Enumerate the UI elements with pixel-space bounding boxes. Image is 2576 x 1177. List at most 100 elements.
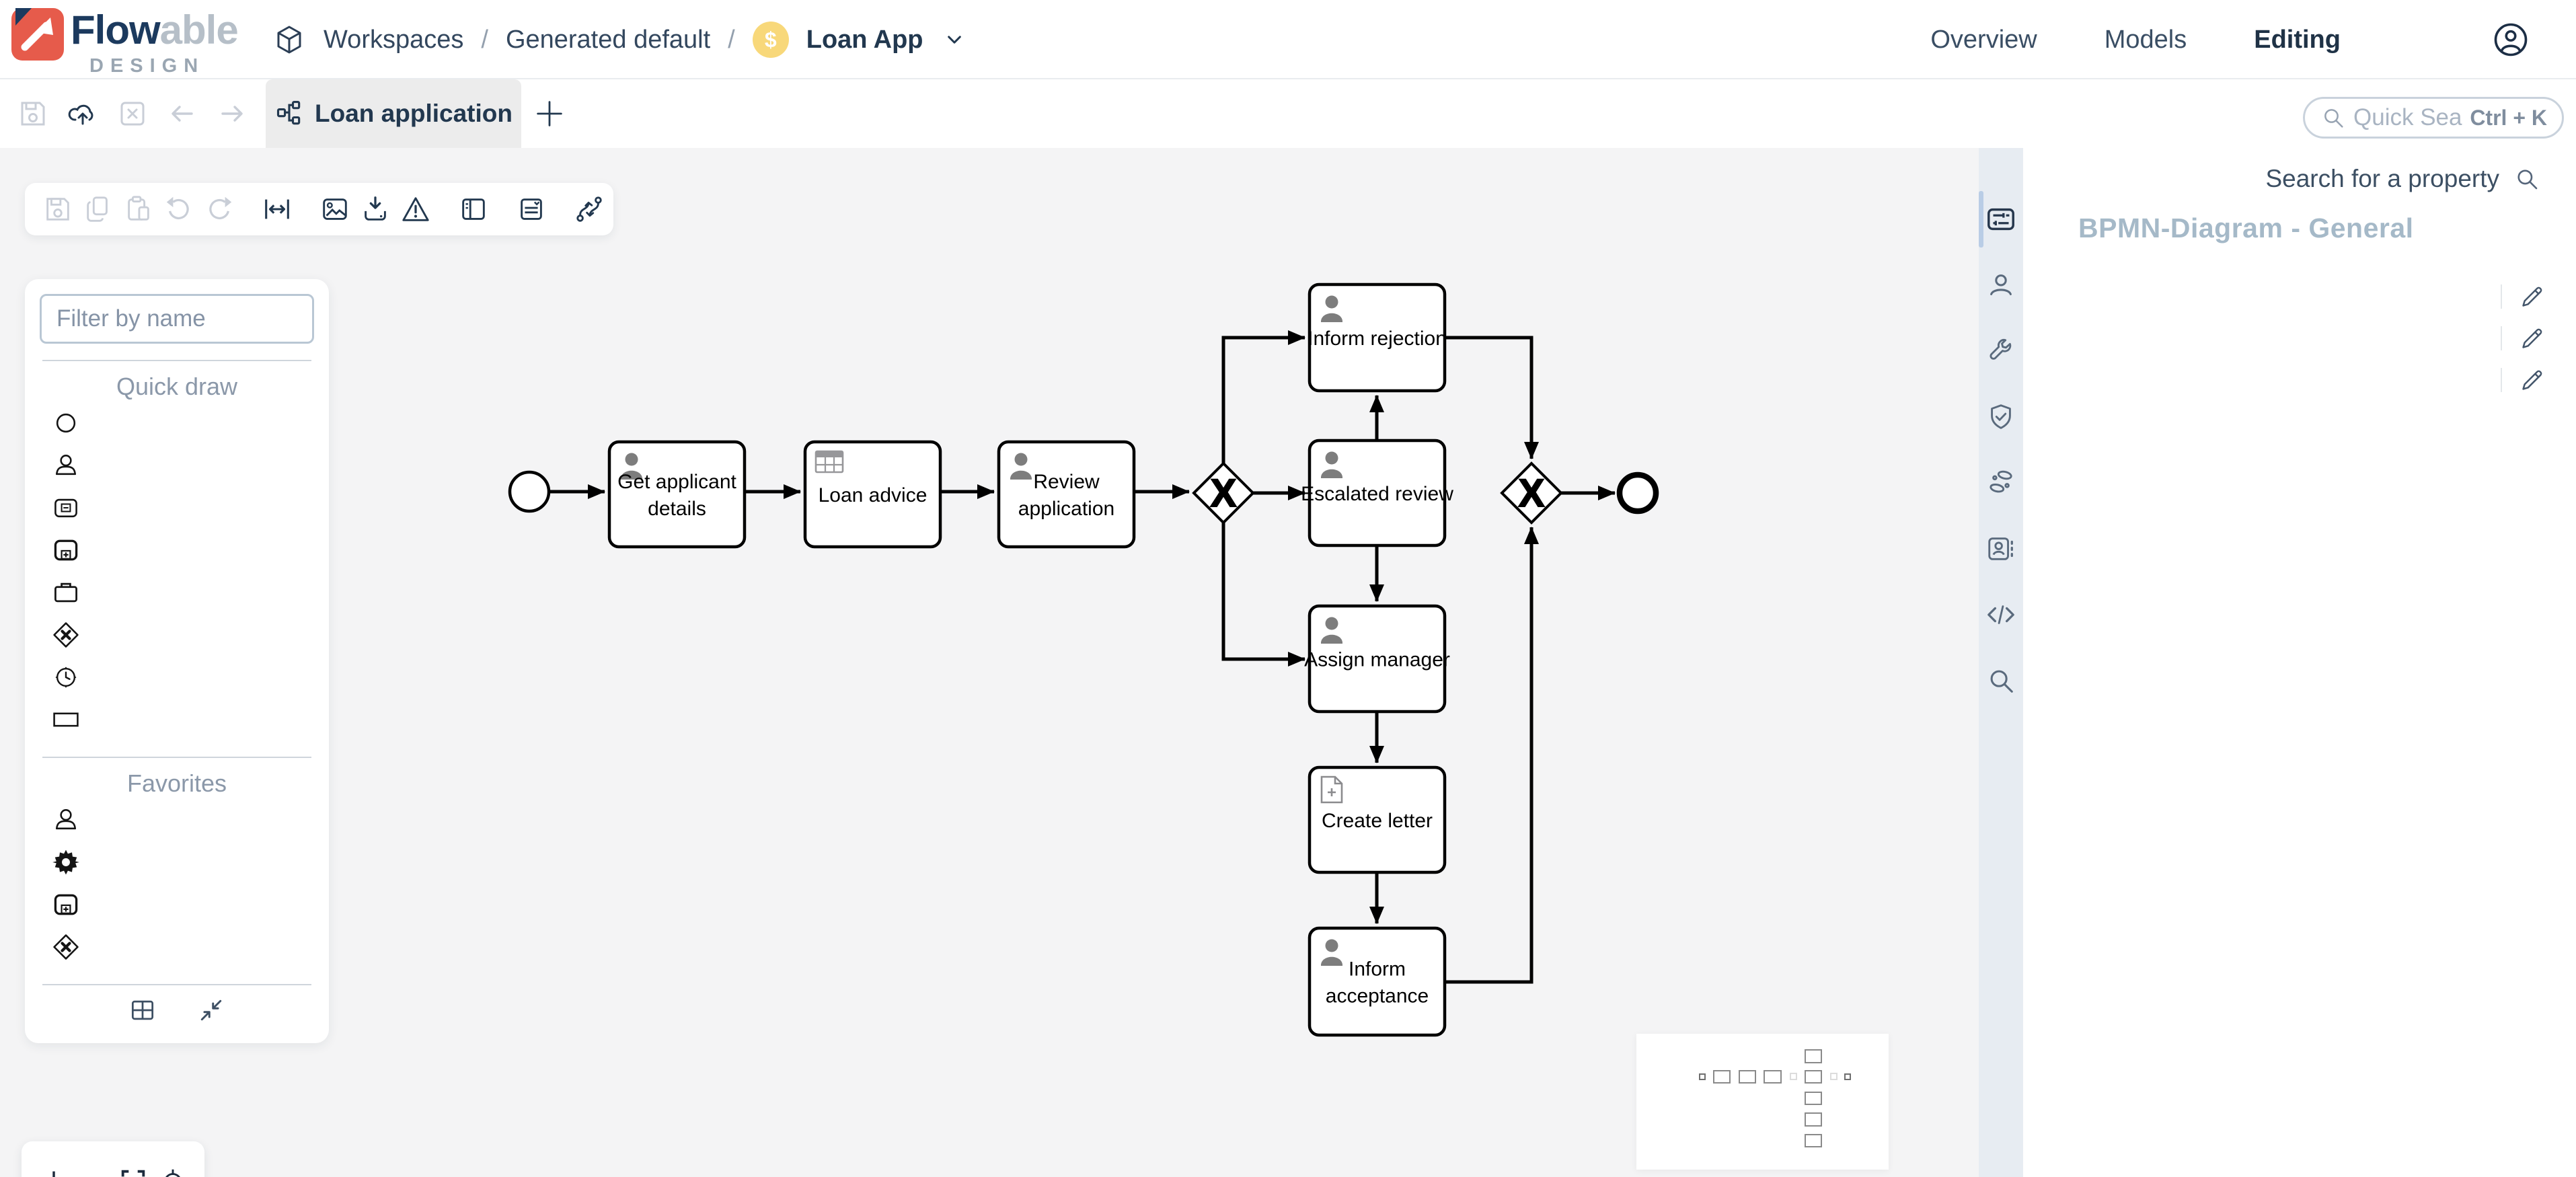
palette-item-timer-boundary-event[interactable] <box>40 656 314 698</box>
breadcrumb-workspaces[interactable]: Workspaces <box>324 25 464 54</box>
edit-pencil-icon[interactable] <box>2517 281 2548 312</box>
bpmn-start-event[interactable] <box>508 470 551 513</box>
bpmn-exclusive-gateway[interactable]: X <box>1500 461 1563 525</box>
bpmn-end-event[interactable] <box>1616 471 1659 515</box>
sequence-flow[interactable] <box>1445 336 1539 459</box>
palette-item-subprocess[interactable] <box>40 486 314 529</box>
tab-loan-application[interactable]: Loan application <box>266 79 521 148</box>
quick-search[interactable]: Ctrl + K <box>2303 97 2564 139</box>
palette-item-exclusive-gateway[interactable] <box>40 613 314 656</box>
toolbar-warning-button[interactable] <box>400 193 431 225</box>
property-search-label: Search for a property <box>2265 165 2499 192</box>
divider <box>2501 284 2502 309</box>
task-label: Loan advice <box>819 484 927 506</box>
brand-text: Flowable DESIGN <box>71 7 239 77</box>
fit-screen-button[interactable] <box>117 1166 149 1177</box>
sequence-flow[interactable] <box>1221 523 1305 667</box>
floppy-icon[interactable] <box>16 97 50 130</box>
bpmn-task-informRejection[interactable]: Inform rejection <box>1308 282 1447 393</box>
palette-item-user-task[interactable] <box>40 798 314 841</box>
toolbar-undo-button[interactable] <box>163 193 194 225</box>
cloud-upload-icon[interactable] <box>66 97 100 130</box>
rail-code-button[interactable] <box>1985 599 2017 631</box>
arrow-right-icon[interactable] <box>215 97 249 130</box>
flowable-logo-icon <box>11 8 64 61</box>
arrow-left-icon[interactable] <box>165 97 199 130</box>
exclusive-gateway-icon <box>50 932 81 962</box>
palette-collapse-button[interactable] <box>196 995 227 1026</box>
zoom-out-button[interactable] <box>77 1166 110 1177</box>
nav-models[interactable]: Models <box>2104 25 2187 54</box>
property-group <box>2085 367 2576 393</box>
breadcrumb-app-name[interactable]: Loan App <box>806 25 923 54</box>
search-icon <box>2320 104 2347 131</box>
nav-overview[interactable]: Overview <box>1930 25 2037 54</box>
bpmn-task-createLetter[interactable]: Create letter <box>1308 765 1447 874</box>
zoom-in-button[interactable] <box>38 1166 70 1177</box>
toolbar-download-button[interactable] <box>360 193 391 225</box>
brand-primary: Flow <box>71 7 161 52</box>
center-target-button[interactable] <box>157 1166 189 1177</box>
quick-search-shortcut: Ctrl + K <box>2470 105 2547 130</box>
bpmn-task-escalatedReview[interactable]: Escalated review <box>1301 439 1453 547</box>
palette-item-case-task[interactable] <box>40 571 314 613</box>
pool-icon <box>50 704 81 735</box>
sequence-flow[interactable] <box>1221 330 1305 463</box>
task-label: Review <box>1033 471 1100 493</box>
flowable-logo[interactable]: Flowable DESIGN <box>11 7 239 77</box>
edit-pencil-icon[interactable] <box>2517 323 2548 354</box>
edit-pencil-icon[interactable] <box>2517 365 2548 395</box>
palette-item-user-task[interactable] <box>40 444 314 486</box>
palette-favorites-items <box>40 798 314 968</box>
bpmn-exclusive-gateway[interactable]: X <box>1192 461 1255 525</box>
rail-wrench-button[interactable] <box>1985 335 2017 367</box>
toolbar-form-button[interactable] <box>516 193 547 225</box>
palette-filter-input[interactable] <box>40 294 314 344</box>
rail-person-button[interactable] <box>1985 269 2017 301</box>
x-square-icon[interactable] <box>116 97 149 130</box>
palette-grid-view-button[interactable] <box>127 995 158 1026</box>
toolbar-copy-button[interactable] <box>83 193 114 225</box>
breadcrumb-project[interactable]: Generated default <box>505 25 711 54</box>
bpmn-task-assignManager[interactable]: Assign manager <box>1304 604 1450 714</box>
editor-toolbar <box>25 183 613 235</box>
toolbar-clipboard-button[interactable] <box>123 193 154 225</box>
new-tab-button[interactable] <box>526 79 573 148</box>
user-task-icon <box>50 804 81 835</box>
palette-item-pool[interactable] <box>40 698 314 741</box>
toolbar-panel-button[interactable] <box>458 193 489 225</box>
rail-footprints-button[interactable] <box>1985 467 2017 499</box>
rail-contact-card-button[interactable] <box>1985 533 2017 565</box>
toolbar-redo-button[interactable] <box>204 193 235 225</box>
bpmn-task-loanAdvice[interactable]: Loan advice <box>803 440 942 549</box>
toolbar-fit-width-button[interactable] <box>262 193 293 225</box>
chevron-down-icon[interactable] <box>941 26 968 53</box>
sequence-flow[interactable] <box>1445 527 1539 984</box>
start-event-icon <box>50 408 81 439</box>
divider <box>2501 326 2502 350</box>
property-search[interactable]: Search for a property <box>2023 163 2576 195</box>
rail-search-button[interactable] <box>1985 665 2017 697</box>
shape-palette: Quick draw <box>25 279 329 1043</box>
nav-editing[interactable]: Editing <box>2254 25 2341 54</box>
toolbar-swap-button[interactable] <box>574 193 605 225</box>
palette-item-service-task[interactable] <box>40 841 314 883</box>
minimap-shape <box>1738 1069 1756 1084</box>
minimap[interactable] <box>1636 1034 1889 1170</box>
user-avatar-icon[interactable] <box>2493 22 2529 58</box>
palette-item-exclusive-gateway[interactable] <box>40 925 314 968</box>
rail-shield-check-button[interactable] <box>1985 401 2017 433</box>
palette-item-call-activity[interactable] <box>40 529 314 571</box>
toolbar-floppy-button[interactable] <box>42 193 73 225</box>
palette-item-start-event[interactable] <box>40 402 314 444</box>
app-badge: $ <box>752 22 789 58</box>
quick-search-input[interactable] <box>2353 104 2464 131</box>
rail-sliders-box-button[interactable] <box>1979 191 2017 248</box>
palette-item-call-activity[interactable] <box>40 883 314 925</box>
toolbar-image-button[interactable] <box>319 193 350 225</box>
